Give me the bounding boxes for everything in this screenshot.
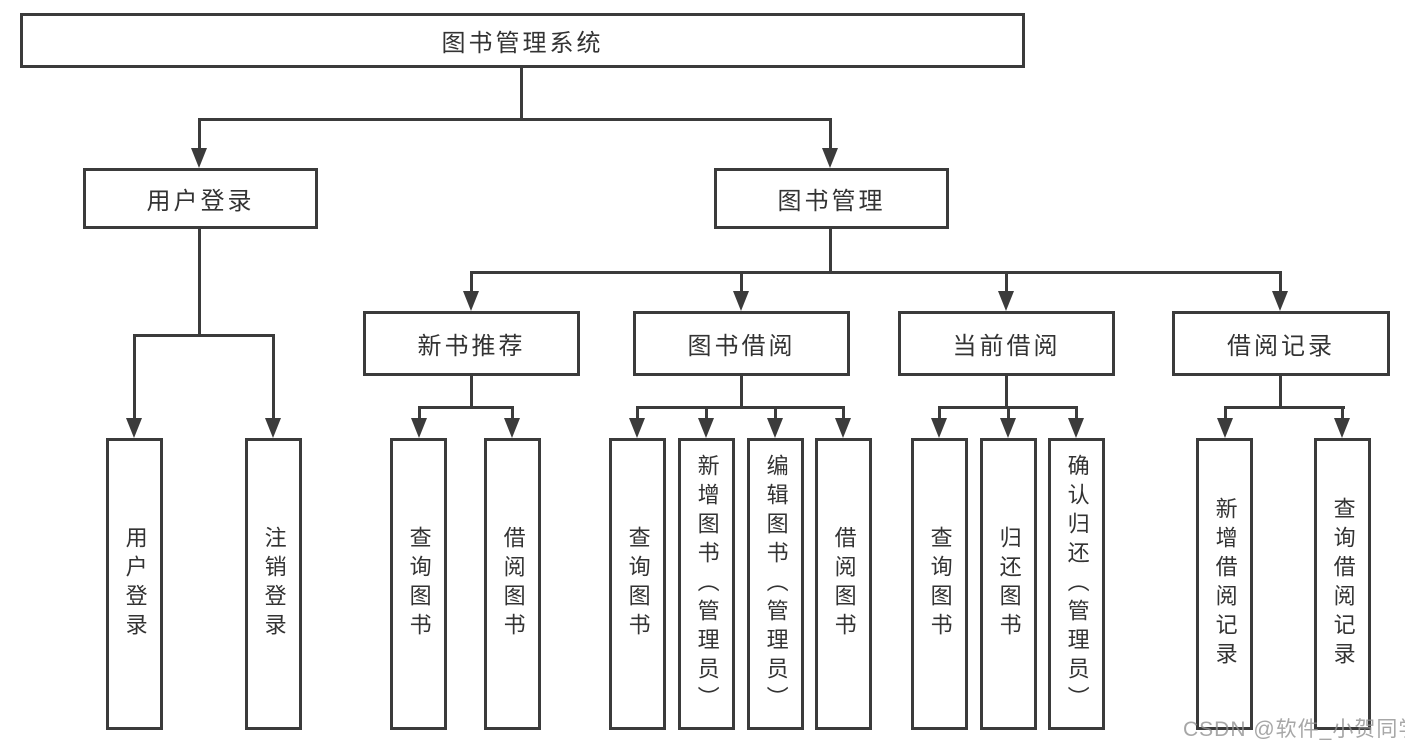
connector-drop-new-book-recommend (470, 271, 473, 295)
arrowhead-down-icon (1272, 291, 1288, 311)
arrowhead-down-icon (998, 291, 1014, 311)
watermark: CSDN @软件_小贺同学 (1183, 718, 1405, 741)
leaf-add-book-admin: 新增图书（管理员） (678, 438, 735, 730)
connector-drop (511, 406, 514, 422)
arrowhead-down-icon (698, 418, 714, 438)
leaf-confirm-return-admin: 确认归还（管理员） (1048, 438, 1105, 730)
leaf-confirm-return-admin-label: 确认归还（管理员） (1064, 453, 1090, 715)
leaf-query-borrow-record-label: 查询借阅记录 (1330, 497, 1356, 671)
connector-borrow-records-bar (1224, 406, 1345, 409)
leaf-edit-book-admin: 编辑图书（管理员） (747, 438, 804, 730)
leaf-return-books-label: 归还图书 (996, 526, 1022, 642)
arrowhead-down-icon (411, 418, 427, 438)
leaf-query-books-current: 查询图书 (911, 438, 968, 730)
arrowhead-down-icon (733, 291, 749, 311)
leaf-query-books-borrow: 查询图书 (609, 438, 666, 730)
connector-drop (842, 406, 845, 422)
node-new-book-recommend: 新书推荐 (363, 311, 580, 376)
node-borrow-records: 借阅记录 (1172, 311, 1390, 376)
leaf-query-borrow-record: 查询借阅记录 (1314, 438, 1371, 730)
connector-current-borrow-stem (1005, 376, 1008, 409)
node-book-borrow: 图书借阅 (633, 311, 850, 376)
connector-recommend-stem (470, 376, 473, 409)
arrowhead-down-icon (1334, 418, 1350, 438)
arrowhead-down-icon (1000, 418, 1016, 438)
connector-book-borrow-bar (636, 406, 845, 409)
connector-drop-leaf-logout (272, 334, 275, 422)
connector-drop (1341, 406, 1344, 422)
arrowhead-down-icon (504, 418, 520, 438)
arrowhead-down-icon (191, 148, 207, 168)
arrowhead-down-icon (931, 418, 947, 438)
connector-drop (1224, 406, 1227, 422)
arrowhead-down-icon (835, 418, 851, 438)
connector-drop-borrow-records (1279, 271, 1282, 295)
leaf-user-login: 用户登录 (106, 438, 163, 730)
leaf-borrow-books-borrow-label: 借阅图书 (831, 526, 857, 642)
arrowhead-down-icon (1068, 418, 1084, 438)
connector-user-login-bar (133, 334, 275, 337)
connector-drop-book-borrow (740, 271, 743, 295)
leaf-query-books-recommend: 查询图书 (390, 438, 447, 730)
leaf-query-books-current-label: 查询图书 (927, 526, 953, 642)
arrowhead-down-icon (265, 418, 281, 438)
connector-drop-leaf-user-login (133, 334, 136, 422)
leaf-logout-label: 注销登录 (261, 526, 287, 642)
connector-drop-user-login (198, 118, 201, 152)
arrowhead-down-icon (1217, 418, 1233, 438)
connector-drop (705, 406, 708, 422)
node-book-management: 图书管理 (714, 168, 949, 229)
connector-drop (1007, 406, 1010, 422)
connector-book-mgmt-stem (829, 229, 832, 274)
node-user-login: 用户登录 (83, 168, 318, 229)
arrowhead-down-icon (126, 418, 142, 438)
leaf-add-borrow-record: 新增借阅记录 (1196, 438, 1253, 730)
leaf-edit-book-admin-label: 编辑图书（管理员） (763, 453, 789, 715)
leaf-query-books-recommend-label: 查询图书 (406, 526, 432, 642)
connector-recommend-bar (418, 406, 514, 409)
leaf-return-books: 归还图书 (980, 438, 1037, 730)
leaf-borrow-books-recommend-label: 借阅图书 (500, 526, 526, 642)
connector-book-borrow-stem (740, 376, 743, 409)
connector-drop (938, 406, 941, 422)
connector-drop-book-management (829, 118, 832, 152)
leaf-add-book-admin-label: 新增图书（管理员） (694, 453, 720, 715)
node-current-borrow: 当前借阅 (898, 311, 1115, 376)
leaf-borrow-books-borrow: 借阅图书 (815, 438, 872, 730)
connector-drop (636, 406, 639, 422)
connector-root-stem (520, 68, 523, 121)
arrowhead-down-icon (767, 418, 783, 438)
connector-drop (418, 406, 421, 422)
leaf-add-borrow-record-label: 新增借阅记录 (1212, 497, 1238, 671)
node-root: 图书管理系统 (20, 13, 1025, 68)
connector-book-mgmt-bar (470, 271, 1282, 274)
connector-drop-current-borrow (1005, 271, 1008, 295)
leaf-user-login-label: 用户登录 (122, 526, 148, 642)
leaf-borrow-books-recommend: 借阅图书 (484, 438, 541, 730)
connector-drop (1075, 406, 1078, 422)
leaf-query-books-borrow-label: 查询图书 (625, 526, 651, 642)
leaf-logout: 注销登录 (245, 438, 302, 730)
connector-user-login-stem (198, 229, 201, 337)
arrowhead-down-icon (463, 291, 479, 311)
arrowhead-down-icon (822, 148, 838, 168)
connector-root-bar (198, 118, 832, 121)
arrowhead-down-icon (629, 418, 645, 438)
connector-drop (774, 406, 777, 422)
connector-borrow-records-stem (1279, 376, 1282, 409)
